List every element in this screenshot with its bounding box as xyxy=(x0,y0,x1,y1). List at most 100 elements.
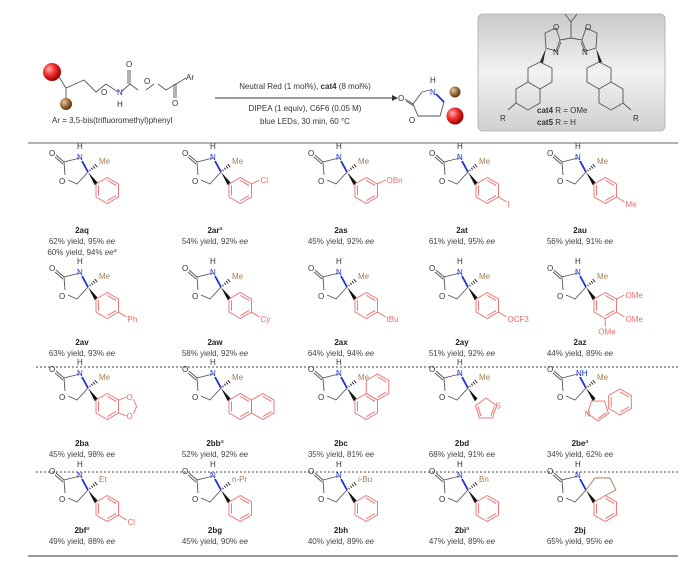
yield-ee-text: 44% yield, 89% ee xyxy=(547,349,614,358)
yield-ee-text: 58% yield, 92% ee xyxy=(182,349,249,358)
atom-o: O xyxy=(192,177,198,186)
atom-n: N xyxy=(582,48,588,57)
atom-n: N xyxy=(336,471,342,480)
n-c-bond xyxy=(461,376,469,389)
yield-ee-text: 68% yield, 91% ee xyxy=(429,450,496,459)
wedge-bond xyxy=(586,287,596,301)
compound-label: 2az xyxy=(574,338,587,347)
n-c-bond xyxy=(81,275,89,288)
compound-label: 2bh xyxy=(334,526,348,535)
atom-o: O xyxy=(127,412,133,421)
alkyl-substituent: Me xyxy=(358,272,370,281)
atom-o: O xyxy=(127,393,133,402)
yield-ee-text: 34% yield, 62% ee xyxy=(547,450,614,459)
n-c-bond xyxy=(461,478,469,491)
aryl-group: Cl xyxy=(95,494,135,527)
compound-label: 2bc xyxy=(334,439,348,448)
n-c-bond xyxy=(81,376,89,389)
atom-o: O xyxy=(547,467,553,476)
atom-h: H xyxy=(336,257,342,266)
atom-o: O xyxy=(144,77,150,86)
atom-o: O xyxy=(308,467,314,476)
atom-o: O xyxy=(557,292,563,301)
atom-n: N xyxy=(210,369,216,378)
aryl-group xyxy=(475,494,499,523)
alkyl-substituent: Me xyxy=(358,373,370,382)
atom-n: N xyxy=(210,153,216,162)
wedge-bond xyxy=(88,287,98,301)
atom-o: O xyxy=(318,177,324,186)
atom-h: H xyxy=(457,460,463,469)
yield-ee-text: 45% yield, 92% ee xyxy=(308,237,375,246)
atom-h: H xyxy=(77,460,83,469)
atom-o: O xyxy=(547,264,553,273)
yield-ee-text: 56% yield, 91% ee xyxy=(547,237,614,246)
wedge-bond xyxy=(586,172,596,186)
atom-o: O xyxy=(59,292,65,301)
atom-h: H xyxy=(77,358,83,367)
n-c-bond xyxy=(214,160,222,173)
reactant-structure: O O N H O O Ar Ar = 3,5-bis(trifluoromet… xyxy=(43,60,194,125)
atom-n: N xyxy=(575,268,581,277)
wedge-bond xyxy=(347,388,357,402)
alkyl-substituent: Me xyxy=(99,373,111,382)
atom-n: N xyxy=(210,268,216,277)
brown-substituent-ball xyxy=(60,98,72,110)
atom-h: H xyxy=(210,358,216,367)
atom-nh: NH xyxy=(576,369,588,378)
wedge-bond xyxy=(468,388,478,402)
aryl-group: OO xyxy=(95,392,138,421)
atom-n: N xyxy=(575,471,581,480)
atom-o: O xyxy=(192,292,198,301)
n-c-bond xyxy=(214,275,222,288)
wedge-bond xyxy=(88,490,98,504)
compound-label: 2bia xyxy=(455,526,470,535)
aryl-group: S xyxy=(474,397,501,419)
brown-substituent-ball xyxy=(449,86,461,98)
atom-h: H xyxy=(457,358,463,367)
atom-o: O xyxy=(439,177,445,186)
n-c-bond xyxy=(461,275,469,288)
atom-o: O xyxy=(49,467,55,476)
yield-ee-text: 47% yield, 89% ee xyxy=(429,537,496,546)
n-c-bond xyxy=(461,160,469,173)
atom-n: N xyxy=(77,268,83,277)
methoxy-label: OMe xyxy=(626,315,644,324)
atom-h: H xyxy=(117,100,123,109)
atom-o: O xyxy=(49,149,55,158)
wedge-bond xyxy=(468,490,478,504)
conditions-middle: DIPEA (1 equiv), C6F6 (0.05 M) xyxy=(249,104,362,113)
atom-n: N xyxy=(336,153,342,162)
compound-label: 2bba xyxy=(206,439,223,448)
n-c-bond xyxy=(340,160,348,173)
yield-ee-text: 64% yield, 94% ee xyxy=(308,349,375,358)
aryl-group: Cy xyxy=(228,291,270,324)
yield-ee-text: 62% yield, 95% ee xyxy=(49,237,116,246)
aryl-group: tBu xyxy=(354,291,399,324)
compound-label: 2bfa xyxy=(74,526,89,535)
atom-o: O xyxy=(429,467,435,476)
compound-label: 2bea xyxy=(572,439,589,448)
atom-o: O xyxy=(101,88,107,97)
atom-o: O xyxy=(172,99,178,108)
aryl-group: Cl xyxy=(228,176,268,205)
atom-h: H xyxy=(336,460,342,469)
wedge-bond xyxy=(221,490,231,504)
atom-ar: Ar xyxy=(186,73,194,82)
atom-o: O xyxy=(192,393,198,402)
yield-ee-text: 52% yield, 92% ee xyxy=(182,450,249,459)
aryl-substituent: OBn xyxy=(387,176,403,185)
atom-o: O xyxy=(429,264,435,273)
atom-n: N xyxy=(336,369,342,378)
atom-o: O xyxy=(439,393,445,402)
alkyl-substituent: Me xyxy=(597,373,609,382)
atom-o: O xyxy=(49,264,55,273)
